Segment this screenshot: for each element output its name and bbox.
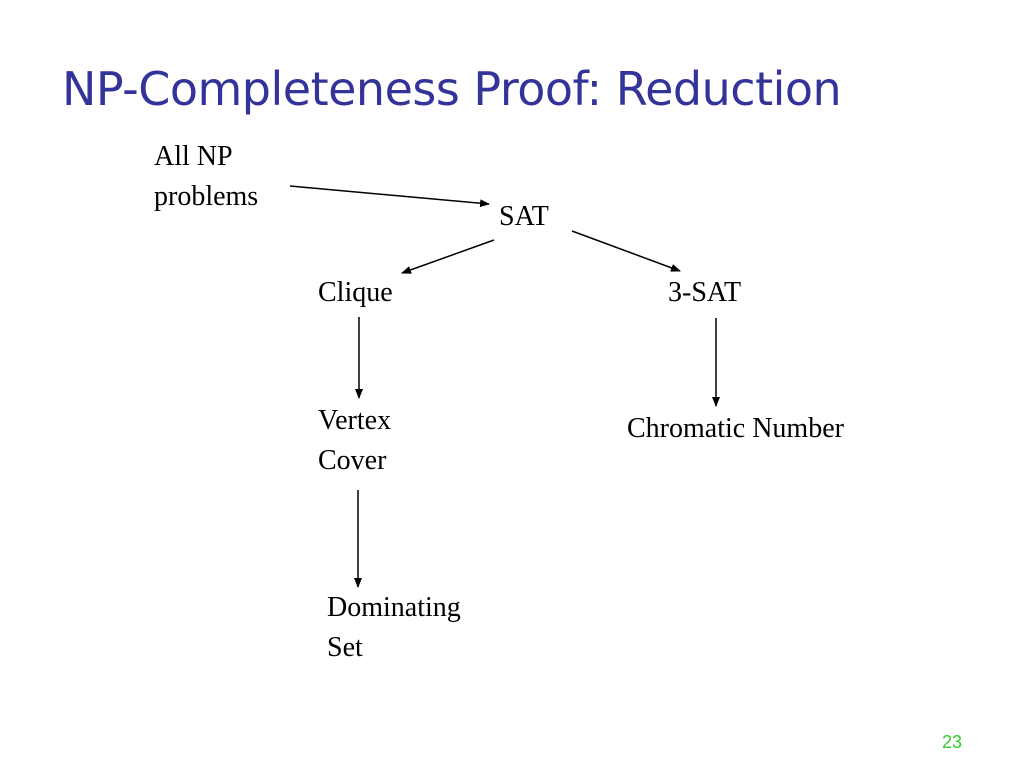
node-chromatic-number: Chromatic Number [627, 413, 844, 444]
node-vertex-cover-line-1: Vertex [318, 405, 392, 436]
node-dominating-set-line-2: Set [327, 632, 363, 663]
node-dominating-set-line-1: Dominating [327, 592, 461, 623]
node-vertex-cover-line-2: Cover [318, 445, 387, 476]
node-dominating-set: Dominating Set [327, 588, 461, 668]
node-sat: SAT [499, 201, 549, 232]
node-clique: Clique [318, 277, 393, 308]
arrow-sat-to-3sat [571, 230, 681, 272]
slide-title: NP-Completeness Proof: Reduction [62, 62, 842, 116]
node-3-sat: 3-SAT [668, 277, 742, 308]
node-all-np-line-2: problems [154, 181, 259, 212]
node-all-np-line-1: All NP [154, 141, 233, 172]
arrow-all-np-to-sat [289, 185, 490, 208]
node-vertex-cover: Vertex Cover [318, 401, 391, 481]
node-all-np-problems: All NP problems [154, 137, 258, 217]
arrow-sat-to-clique [401, 239, 495, 274]
page-number: 23 [941, 732, 962, 752]
